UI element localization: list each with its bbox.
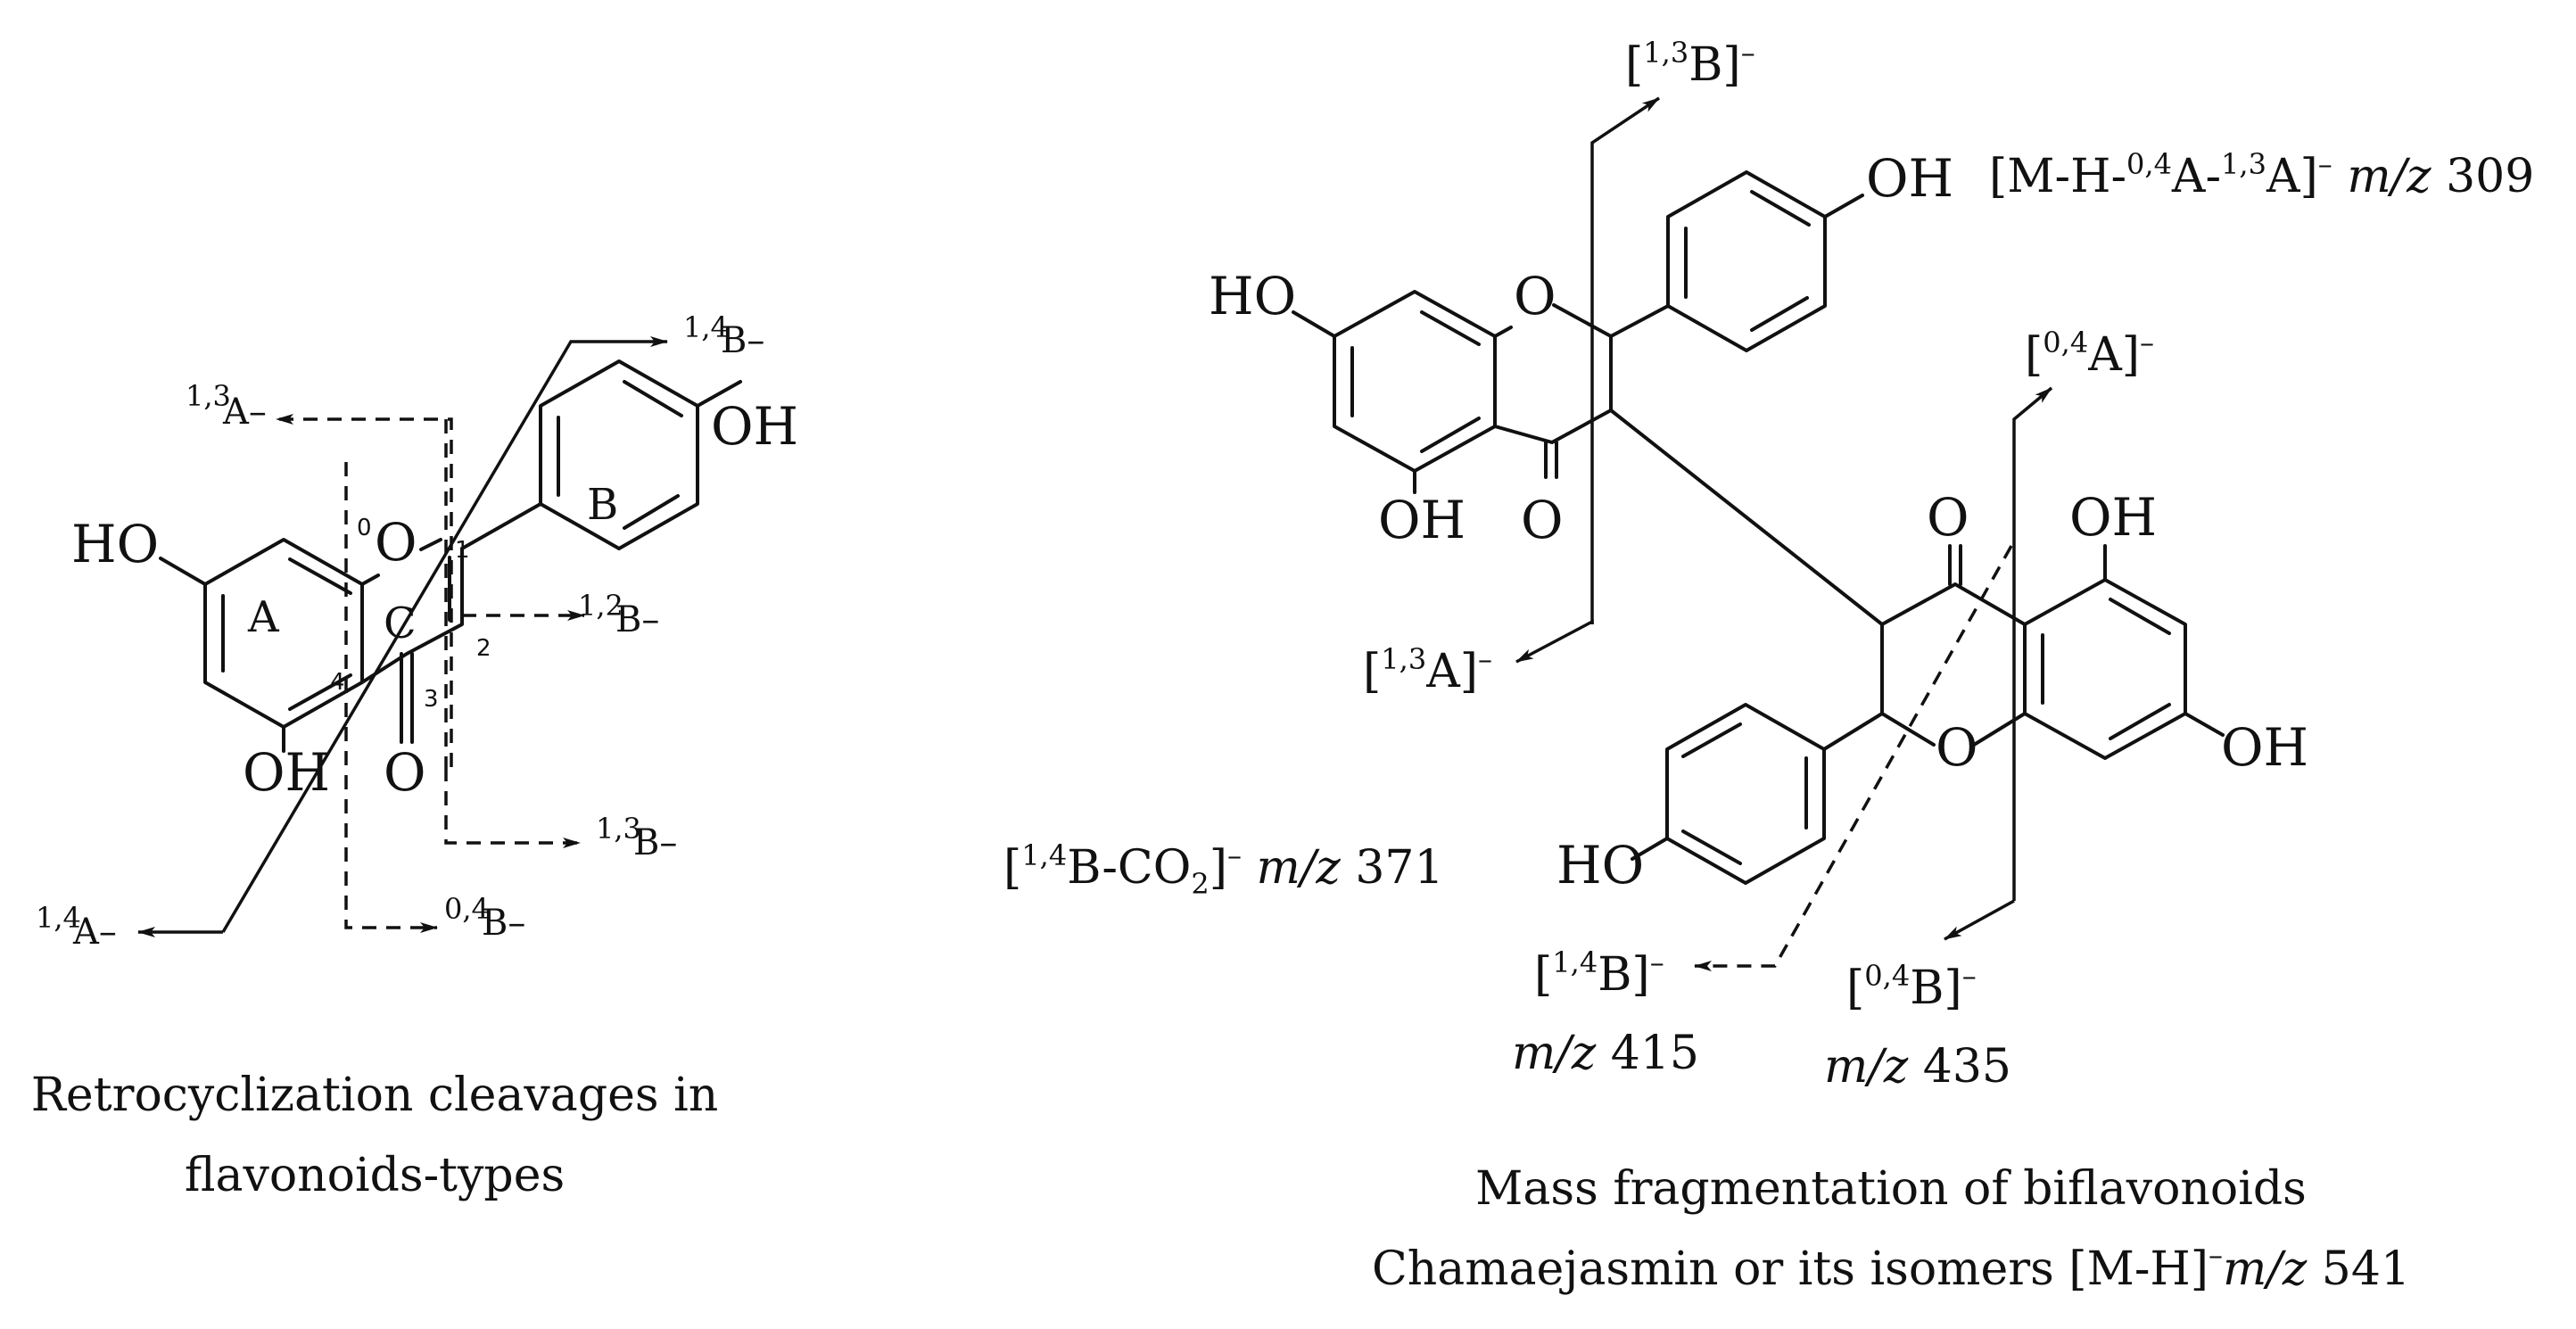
lower-carbonyl xyxy=(1948,544,1962,586)
upper-ho-label: HO xyxy=(1209,266,1296,326)
lower-ho-b-bond xyxy=(1631,837,1669,861)
label-r-13A: [1,3A]– xyxy=(1363,642,1492,698)
label-04B: 0,4B– xyxy=(444,892,525,944)
ring-c-letter: C xyxy=(384,598,417,648)
position-0: 0 xyxy=(357,515,372,541)
upper-ring-o-label: O xyxy=(1514,266,1556,326)
arrow-13A xyxy=(276,414,453,767)
carbonyl-oxygen-label: O xyxy=(384,742,426,803)
arrow-14B xyxy=(221,336,668,933)
lower-carbonyl-o-label: O xyxy=(1927,487,1969,548)
ring-b-inner-bonds xyxy=(557,380,683,530)
label-13B: 1,3B– xyxy=(596,812,677,863)
lower-ring-o-label: O xyxy=(1936,717,1978,778)
ring-a-inner-bonds xyxy=(221,557,352,711)
lower-b-link xyxy=(1822,712,1884,751)
upper-oh-b-bond xyxy=(1823,194,1864,219)
lower-ho-b-label: HO xyxy=(1556,835,1644,896)
left-cleavage-arrows xyxy=(137,336,668,937)
ion-309-label: [M-H-0,4A-1,3A]– m/z 309 xyxy=(1989,147,2534,203)
lower-ring-a-inner xyxy=(2041,598,2171,740)
upper-carbonyl xyxy=(1544,441,1558,479)
interflavonoid-bond xyxy=(1609,409,1884,626)
lower-oh7-label: OH xyxy=(2221,717,2308,778)
left-structure: HO O OH O OH A B C 0 1 2 3 4 xyxy=(71,359,798,803)
upper-b-link xyxy=(1609,304,1670,338)
mz-435: m/z 435 xyxy=(1824,1040,2011,1094)
lower-ring-b xyxy=(1665,703,1826,885)
upper-flavanone: HO O OH OH O xyxy=(1209,148,1953,626)
ring-b-bonds xyxy=(539,359,699,550)
right-fragment-labels: [1,3B]– [0,4A]– [1,3A]– [1,4B]– m/z 415 … xyxy=(1003,36,2534,1094)
mz-415: m/z 415 xyxy=(1512,1027,1699,1080)
upper-ho-bond xyxy=(1292,310,1336,338)
position-2: 2 xyxy=(476,635,491,662)
ring-c-bonds xyxy=(360,538,464,684)
arrow-r-04A xyxy=(2012,386,2053,901)
label-r-04B: [0,4B]– xyxy=(1846,959,1977,1015)
ring-a-letter: A xyxy=(247,592,280,642)
position-1: 1 xyxy=(455,537,470,564)
label-14B: 1,4B– xyxy=(683,310,764,361)
arrow-r-13A xyxy=(1515,619,1594,664)
oh-b-bond xyxy=(696,380,742,408)
upper-carbonyl-o-label: O xyxy=(1521,490,1564,550)
upper-ring-a xyxy=(1333,290,1497,473)
c2-b-bond xyxy=(460,502,542,550)
upper-ring-b xyxy=(1666,170,1827,352)
ring-oxygen-label: O xyxy=(375,512,417,573)
arrow-r-14B xyxy=(1694,545,2013,971)
lower-ring-a xyxy=(2023,578,2187,760)
right-caption-line1: Mass fragmentation of biflavonoids xyxy=(1475,1162,2307,1216)
oh-ring-b-label: OH xyxy=(711,396,798,457)
lower-oh5-label: OH xyxy=(2069,487,2157,548)
upper-ring-b-inner xyxy=(1684,190,1811,332)
left-fragment-labels: 1,3A– 1,4B– 1,2B– 1,3B– 0,4B– 1,4A– xyxy=(36,310,764,953)
lower-flavanone: O OH O OH HO xyxy=(1556,487,2308,896)
carbonyl-bond-left xyxy=(400,652,414,744)
lower-oh7-bond xyxy=(2184,712,2225,737)
ho-bond xyxy=(159,557,207,586)
left-caption-line2: flavonoids-types xyxy=(185,1149,565,1202)
right-caption-line2: Chamaejasmin or its isomers [M-H]–m/z 54… xyxy=(1372,1238,2410,1296)
label-r-13B: [1,3B]– xyxy=(1625,36,1755,92)
right-cleavage-arrows xyxy=(1515,96,2053,971)
position-3: 3 xyxy=(424,686,439,713)
ho-label: HO xyxy=(71,514,159,574)
left-caption-line1: Retrocyclization cleavages in xyxy=(31,1069,718,1122)
upper-ring-a-inner xyxy=(1350,310,1481,453)
lower-ring-b-inner xyxy=(1681,722,1808,865)
label-r-04A: [0,4A]– xyxy=(2025,326,2154,382)
arrow-r-13B xyxy=(1590,96,1660,624)
label-13A: 1,3A– xyxy=(186,379,267,433)
label-14A: 1,4A– xyxy=(36,901,117,953)
label-r-14B: [1,4B]– xyxy=(1534,945,1664,1002)
upper-oh-b-label: OH xyxy=(1866,148,1953,209)
arrow-04B xyxy=(344,462,438,933)
arrow-r-04B xyxy=(1944,899,2015,941)
label-12B: 1,2B– xyxy=(578,589,659,640)
position-4: 4 xyxy=(330,669,345,696)
arrow-13B xyxy=(444,767,581,848)
ion-371-label: [1,4B-CO2]– m/z 371 xyxy=(1003,838,1444,901)
ring-b-letter: B xyxy=(587,480,618,530)
ring-a-bonds xyxy=(203,538,364,729)
upper-oh5-label: OH xyxy=(1378,490,1466,550)
